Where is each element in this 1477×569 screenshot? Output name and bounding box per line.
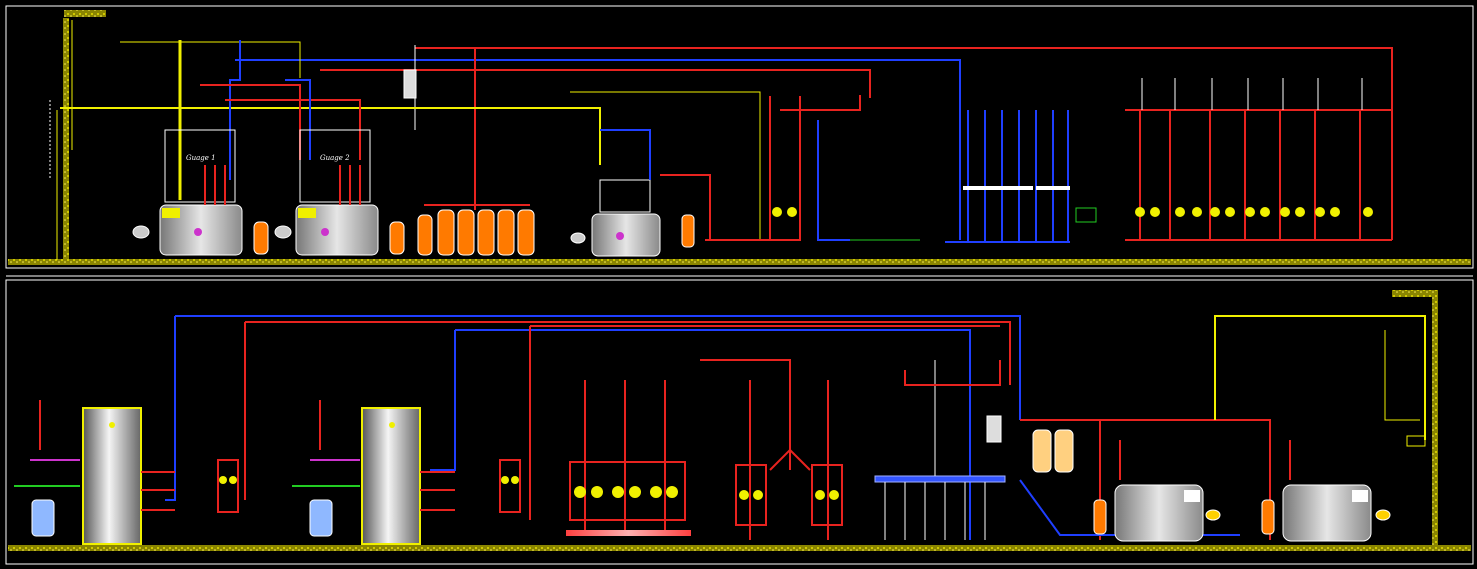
expansion-tank-icon bbox=[253, 221, 269, 255]
boiler-icon bbox=[295, 204, 379, 256]
boiler-5 bbox=[1261, 440, 1391, 542]
pump-icon bbox=[772, 207, 782, 217]
boiler-icon bbox=[1282, 484, 1372, 542]
expansion-tank-icon bbox=[1093, 499, 1107, 535]
storage-tank-icon bbox=[361, 407, 421, 545]
boiler-1: Guage 1 bbox=[132, 129, 269, 256]
pump-group-triple bbox=[566, 380, 691, 536]
boiler-2: Guage 2 bbox=[274, 129, 405, 256]
upper-frame bbox=[5, 5, 1474, 269]
lower-section bbox=[14, 290, 1438, 546]
manifold-valves bbox=[963, 186, 1070, 190]
chimney-icon bbox=[1214, 290, 1438, 546]
burner-icon bbox=[1375, 509, 1391, 521]
boiler-icon bbox=[591, 213, 661, 257]
upper-floor-slab bbox=[8, 259, 1471, 265]
cold-manifold bbox=[945, 110, 1070, 243]
boiler-4 bbox=[1093, 440, 1221, 542]
air-separator-icon bbox=[403, 69, 417, 99]
expansion-vessel-icon bbox=[986, 415, 1002, 443]
burner-icon bbox=[274, 225, 292, 239]
expansion-tank-icon bbox=[681, 214, 695, 248]
expansion-tank-icon bbox=[389, 221, 405, 255]
twin-tanks bbox=[1032, 429, 1074, 473]
burner-icon bbox=[132, 225, 150, 239]
softener-icon bbox=[309, 499, 333, 537]
lower-frame bbox=[5, 279, 1474, 565]
storage-water-heater-2 bbox=[292, 400, 455, 545]
boiler-icon bbox=[1114, 484, 1204, 542]
cold-distributor bbox=[874, 360, 1006, 540]
distributor-pumps bbox=[1135, 207, 1373, 217]
pump-group-1 bbox=[705, 95, 920, 241]
buffer-tank-row bbox=[417, 209, 535, 256]
storage-water-heater-1 bbox=[14, 400, 175, 545]
boiler-3 bbox=[570, 91, 761, 257]
circulator-1 bbox=[217, 459, 239, 513]
expansion-tank-icon bbox=[1261, 499, 1275, 535]
upper-section: Guage 1 Guage 2 bbox=[49, 10, 1393, 260]
burner-icon bbox=[1205, 509, 1221, 521]
lower-floor-slab bbox=[8, 545, 1471, 551]
boiler-1-label: Guage 1 bbox=[186, 154, 216, 162]
circulator-2 bbox=[499, 459, 521, 513]
burner-icon bbox=[570, 232, 586, 244]
storage-tank-icon bbox=[82, 407, 142, 545]
boiler-2-label: Guage 2 bbox=[320, 154, 350, 162]
pump-icon bbox=[787, 207, 797, 217]
chimney-icon bbox=[49, 10, 106, 260]
pump-group-double bbox=[735, 380, 843, 540]
hot-distributor bbox=[1125, 78, 1392, 241]
softener-icon bbox=[31, 499, 55, 537]
drawing-frames bbox=[5, 5, 1474, 565]
meter-icon bbox=[1075, 207, 1097, 223]
hot-main-header bbox=[60, 40, 1393, 240]
